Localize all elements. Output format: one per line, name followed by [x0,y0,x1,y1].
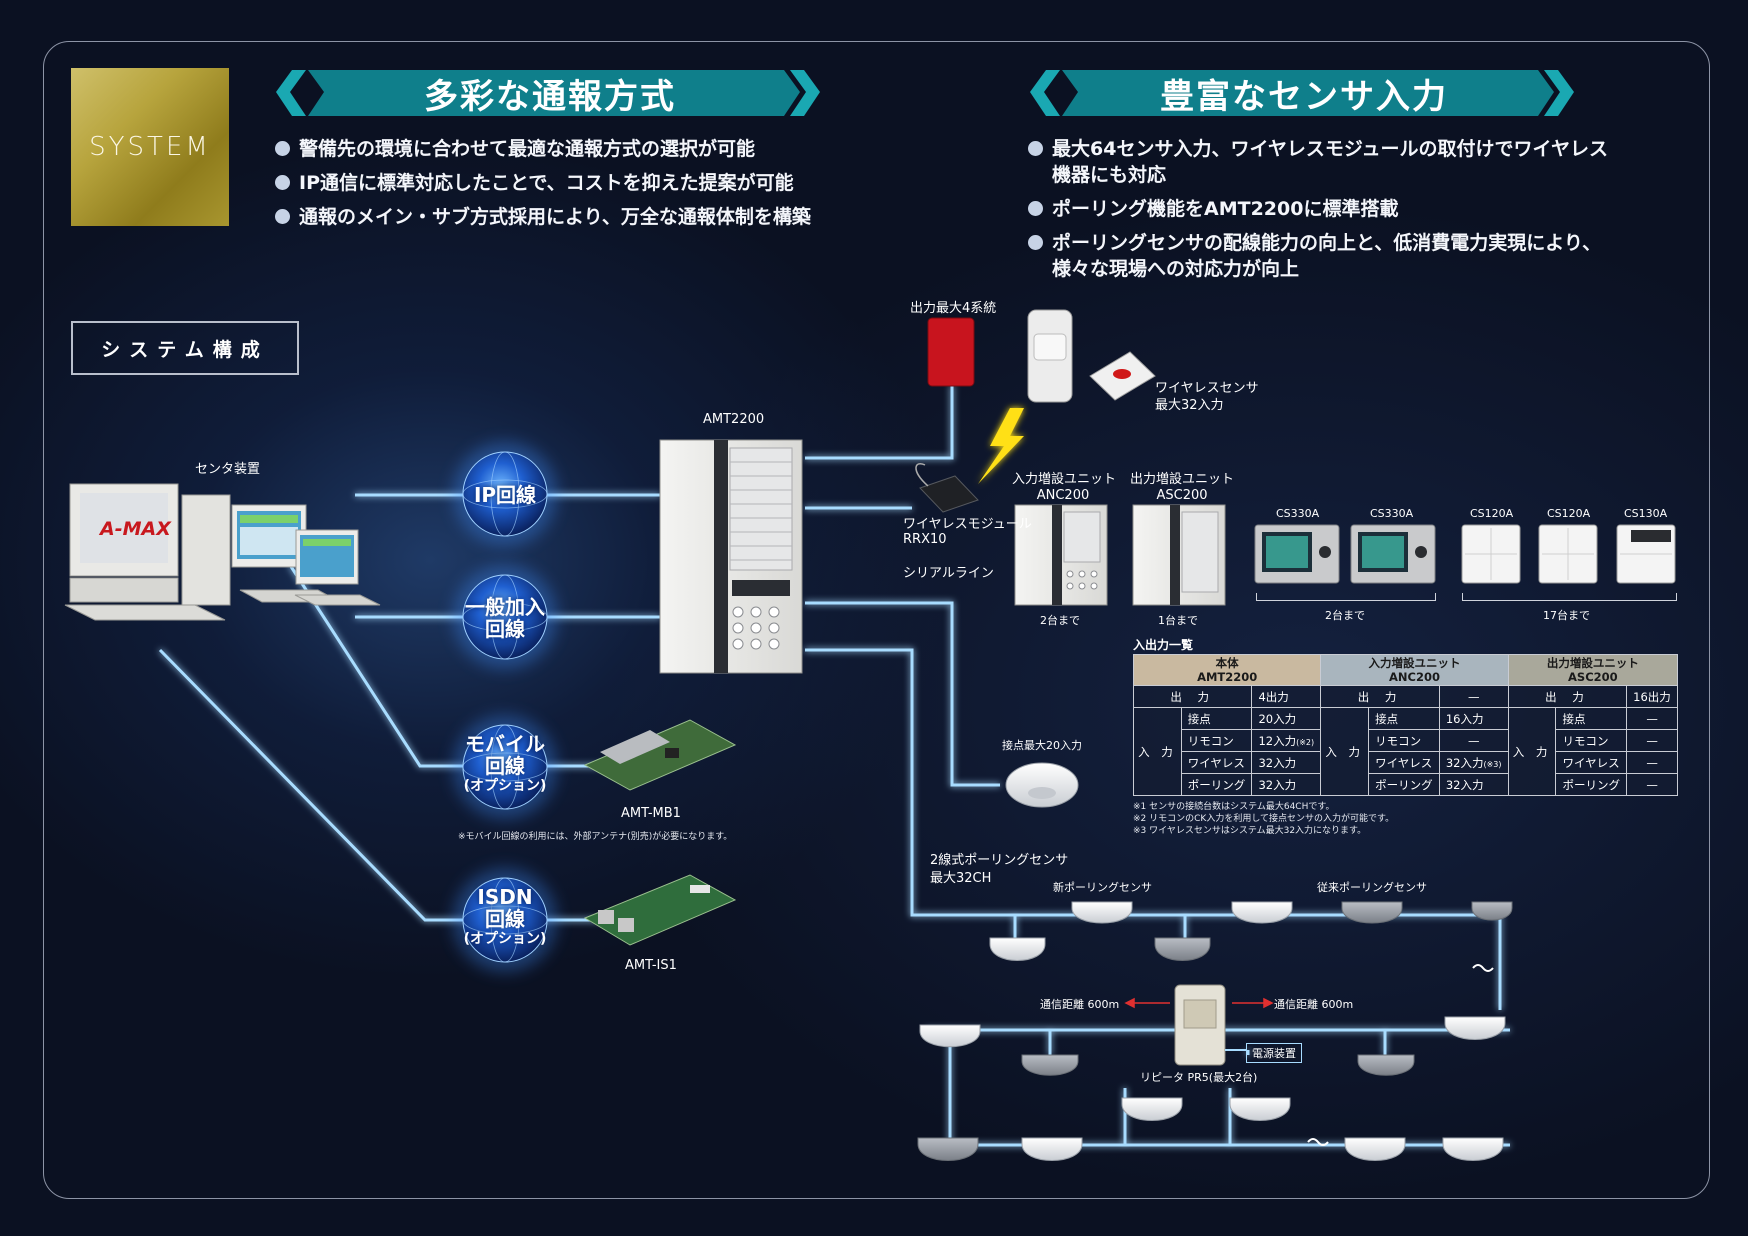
cs120a-label-1: CS120A [1470,507,1514,520]
io-input-row-2: リモコン 12入力(※2) リモコン — リモコン — [1134,729,1678,752]
cs330a-label-1: CS330A [1276,507,1320,520]
wireless-pir-sensor [1027,309,1073,403]
io-notes: ※1 センサの接続台数はシステム最大64CHです。 ※2 リモコンのCK入力を利… [1133,802,1395,836]
asc-limit-label: 1台まで [1158,614,1198,627]
left-bullet-3: 通報のメイン・サブ方式採用により、万全な通報体制を構築 [275,204,811,230]
right-bullet-1-cont: 機器にも対応 [1052,164,1167,186]
cs120a-label-2: CS120A [1547,507,1591,520]
cs130a-label: CS130A [1624,507,1668,520]
right-bullets: 最大64センサ入力、ワイヤレスモジュールの取付けでワイヤレス 機器にも対応 ポー… [1028,136,1608,282]
amt2200-panel [659,439,803,674]
mobile-line-label: モバイル 回線 (オプション) [463,732,547,794]
right-banner [1030,70,1574,116]
anc-limit-label: 2台まで [1040,614,1080,627]
cs120a-panel-2 [1538,524,1598,584]
left-banner [276,70,820,116]
wireless-module [915,463,979,513]
siren-device [927,317,975,387]
io-input-row-1: 入 力 接点 20入力 入 力 接点 16入力 入 力 接点 — [1133,707,1678,796]
polling-title: 2線式ポーリングセンサ 最大32CH [930,853,1069,886]
amt-mb1-board [583,719,737,791]
repeater-device [1174,984,1226,1066]
right-bullet-1: 最大64センサ入力、ワイヤレスモジュールの取付けでワイヤレス [1028,136,1608,162]
ip-line-label: IP回線 [473,483,537,507]
cs330a-label-2: CS330A [1370,507,1414,520]
lightning-icon [978,408,1024,484]
center-label: センタ装置 [195,462,261,477]
amt-is1-label: AMT-IS1 [625,958,677,973]
cs1x-bracket [1462,593,1677,601]
asc200-unit [1132,504,1226,606]
io-output-row: 出 力 4出力 出 力 — 出 力 16出力 [1132,685,1678,708]
bullet-dot-icon [275,141,290,156]
anc200-unit [1014,504,1108,606]
cs330a-panel-2 [1350,524,1436,584]
cs330-limit-label: 2台まで [1325,609,1365,622]
ip-globe [453,442,557,546]
break-marks [1307,964,1494,1146]
repeater-label: リピータ PR5(最大2台) [1140,1071,1258,1084]
distance-arrows [1124,997,1274,1009]
system-badge: SYSTEM [71,68,229,226]
left-bullets: 警備先の環境に合わせて最適な通報方式の選択が可能 IP通信に標準対応したことで、… [275,136,811,230]
asc200-label: 出力増設ユニット ASC200 [1130,472,1235,503]
left-bullet-2: IP通信に標準対応したことで、コストを抑えた提案が可能 [275,170,811,196]
right-bullet-2: ポーリング機能をAMT2200に標準搭載 [1028,196,1608,222]
isdn-line-label: ISDN 回線 (オプション) [463,885,547,947]
right-bullet-3: ポーリングセンサの配線能力の向上と、低消費電力実現により、 [1028,230,1608,256]
general-line-label: 一般加入 回線 [465,595,545,641]
cs330a-panel-1 [1254,524,1340,584]
wireless-module-label: ワイヤレスモジュール RRX10 [903,517,1032,547]
io-input-row-3: ワイヤレス 32入力 ワイヤレス 32入力(※3) ワイヤレス — [1134,751,1678,774]
old-polling-sensor-label: 従来ポーリングセンサ [1317,881,1427,894]
contact-max-label: 接点最大20入力 [1002,739,1082,752]
isdn-globe [453,868,557,972]
bullet-dot-icon [275,175,290,190]
system-config-label: システム構成 [71,321,299,375]
io-table-caption: 入出力一覧 [1133,638,1194,652]
output-max-label: 出力最大4系統 [910,301,997,316]
io-input-row-4: ポーリング 32入力 ポーリング 32入力 ポーリング — [1134,773,1678,796]
left-bullet-1: 警備先の環境に合わせて最適な通報方式の選択が可能 [275,136,811,162]
amax-logo: A-MAX [100,518,171,540]
amt2200-label: AMT2200 [703,412,765,427]
left-section-title: 多彩な通報方式 [424,77,676,117]
mobile-globe [453,715,557,819]
bullet-dot-icon [1028,201,1043,216]
center-computers [64,483,381,621]
bullet-dot-icon [1028,235,1043,250]
cs120a-panel-1 [1461,524,1521,584]
general-globe [453,565,557,669]
bullet-dot-icon [1028,141,1043,156]
distance-right-label: 通信距離 600m [1274,998,1354,1011]
wireless-sensor-label: ワイヤレスセンサ 最大32入力 [1155,381,1259,413]
amt-is1-board [583,874,737,946]
right-bullet-3-cont: 様々な現場への対応力が向上 [1052,258,1300,280]
right-section-title: 豊富なセンサ入力 [1160,77,1448,117]
contact-sensor [1005,762,1079,808]
anc200-label: 入力増設ユニット ANC200 [1012,472,1117,503]
polling-sensors [917,901,1513,1161]
amt-mb1-label: AMT-MB1 [621,806,681,821]
cs1x-limit-label: 17台まで [1543,609,1590,622]
distance-left-label: 通信距離 600m [1040,998,1120,1011]
mobile-note: ※モバイル回線の利用には、外部アンテナ(別売)が必要になります。 [458,832,733,842]
cs130a-panel [1616,524,1676,584]
serial-line-label: シリアルライン [903,566,994,581]
cs330-bracket [1256,593,1436,601]
power-supply-label: 電源装置 [1246,1043,1302,1063]
new-polling-sensor-label: 新ポーリングセンサ [1053,881,1152,894]
bullet-dot-icon [275,209,290,224]
panic-button [1089,351,1156,401]
page-frame [43,41,1710,1199]
